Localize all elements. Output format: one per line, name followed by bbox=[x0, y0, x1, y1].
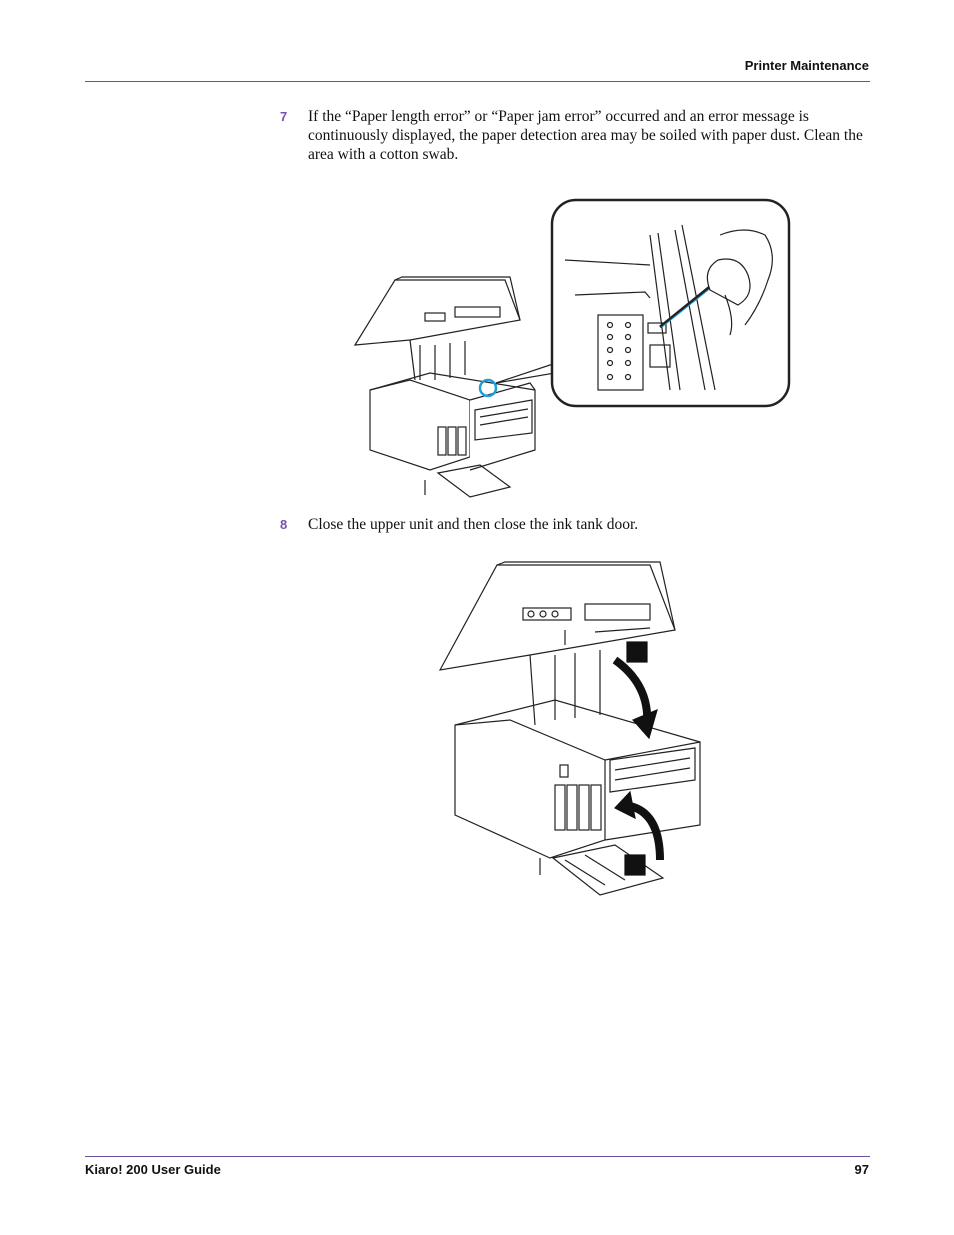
step-8: 8 Close the upper unit and then close th… bbox=[280, 515, 870, 534]
figure-close-upper-unit-and-door bbox=[435, 560, 725, 905]
header-rule bbox=[85, 81, 870, 82]
page-number: 97 bbox=[854, 1162, 869, 1177]
figure-clean-paper-detection-area bbox=[350, 195, 795, 505]
step-text: Close the upper unit and then close the … bbox=[308, 516, 639, 533]
running-header: Printer Maintenance bbox=[744, 58, 869, 73]
footer-rule bbox=[85, 1156, 870, 1157]
step-number: 7 bbox=[280, 109, 288, 124]
footer-guide-title: Kiaro! 200 User Guide bbox=[85, 1162, 221, 1177]
step-number: 8 bbox=[280, 517, 288, 532]
step-text: If the “Paper length error” or “Paper ja… bbox=[308, 108, 863, 163]
step-7: 7 If the “Paper length error” or “Paper … bbox=[280, 107, 870, 164]
